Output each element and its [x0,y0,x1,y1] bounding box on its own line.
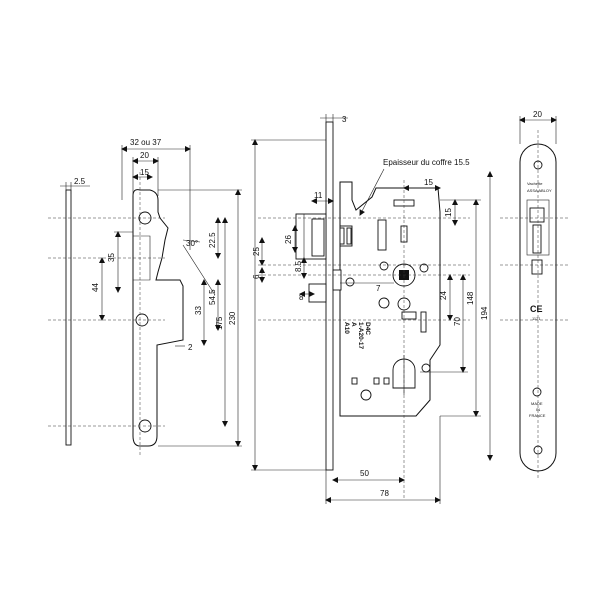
follower-pin [397,297,411,311]
dim-body-15-right: 15 [444,208,453,217]
latch-bolt-inner [311,218,325,257]
pin [345,277,355,287]
dim-strike-width-total: 32 ou 37 [130,138,162,147]
dim-strike-width-inner: 20 [140,151,149,160]
dim-strike-35: 35 [107,253,116,262]
lock-forend [325,121,334,471]
small-tab-b [373,377,380,385]
faceplate-made-3: FRANCE [529,413,546,418]
faceplate-ce-mark: CE [530,304,543,314]
svg-text:1-A20-17: 1-A20-17 [357,322,364,349]
dim-body-70: 70 [453,317,462,326]
auxiliary-opening [532,224,542,254]
small-tab-a [351,377,358,385]
dim-body-8-5: 8.5 [294,260,303,272]
screw-hole-mid [378,297,390,309]
dim-body-148: 148 [466,291,475,305]
lock-body-view: D4C 1-A20-17 A A10 Epaisseur du coffre 1… [251,114,493,504]
dim-strike-width-slot: 15 [140,168,149,177]
dim-body-24: 24 [439,291,448,300]
annotation-leader [359,168,385,216]
dim-body-50: 50 [360,469,369,478]
dim-body-25: 25 [252,247,261,256]
dim-body-6: 6 [252,274,261,279]
dim-strike-2: 2 [188,343,193,352]
dim-body-78: 78 [380,489,389,498]
mid-bar [420,311,427,333]
dim-strike-54-5: 54.5 [208,289,217,305]
latch-bolt-edge [296,213,305,260]
dim-body-194: 194 [480,306,489,320]
strike-plate-edge [65,189,72,446]
svg-text:A10: A10 [343,322,350,334]
dim-strike-thickness: 2.5 [74,177,86,186]
strike-chamfer-line [182,244,216,296]
body-thickness-annotation: Epaisseur du coffre 15.5 [383,158,470,167]
dim-strike-230: 230 [228,311,237,325]
dim-body-3: 3 [342,115,347,124]
latch-spring-b [346,227,352,245]
dim-strike-22-5: 22.5 [208,232,217,248]
faceplate-view: Vachette ASSA ABLOY CE 1121 MADE IN FRAN… [500,110,570,480]
faceplate-ce-number: 1121 [532,316,541,321]
mid-block [401,311,417,320]
faceplate-made-1: MADE [531,401,543,406]
spring-slot [400,225,408,243]
dim-body-8: 8 [299,293,304,302]
dim-strike-33: 33 [194,306,203,315]
screw-hole-right [419,263,429,273]
latch-opening [529,207,545,223]
screw-hole-left [379,261,389,271]
dim-body-11: 11 [314,191,323,200]
faceplate-screw-mid [532,387,542,397]
strike-angle-ref [182,239,201,243]
dim-strike-175: 175 [215,316,224,330]
dim-body-15-top: 15 [424,178,433,187]
screw-hole-bottom-left [360,389,372,401]
latch-spring-a [339,227,345,245]
strike-plate-hole-middle [135,313,149,327]
svg-text:A: A [350,322,357,327]
dim-body-26: 26 [284,235,293,244]
faceplate-brand: Vachette [527,181,543,186]
screw-hole-bottom-right [421,363,431,373]
faceplate-made-2: IN [536,407,540,412]
dim-strike-angle: 30° [186,239,198,248]
dim-faceplate-width: 20 [533,110,542,119]
lever-slot [377,219,387,251]
small-tab-c [383,377,390,385]
dim-strike-44: 44 [91,283,100,292]
strike-plate-view: 2.5 32 ou 37 20 15 35 44 30° 22.5 54.5 3… [48,138,242,455]
deadbolt-opening [531,259,543,275]
svg-text:D4C: D4C [364,322,371,335]
deadbolt-stub [308,283,327,303]
dim-body-7: 7 [376,284,381,293]
faceplate-brand-sub: ASSA ABLOY [527,188,552,193]
aux-latch [332,269,342,291]
body-marking: D4C 1-A20-17 A A10 [343,322,371,349]
